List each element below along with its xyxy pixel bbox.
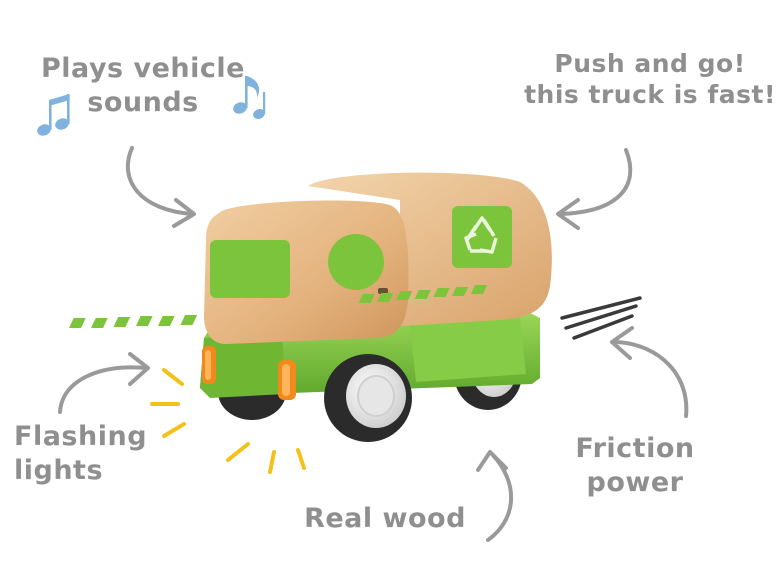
flashing-light-rays [150, 368, 306, 474]
music-note-icon [233, 76, 266, 119]
speed-lines [560, 296, 642, 340]
arrow-flashing [58, 352, 150, 414]
toy-truck [69, 172, 552, 442]
arrow-push [556, 148, 633, 230]
arrow-sounds [125, 146, 196, 228]
music-note-icon [37, 94, 70, 136]
callout-real-wood: Real wood [300, 502, 470, 536]
callout-real-wood-line1: Real wood [304, 503, 466, 534]
callout-push-and-go-line2: this truck is fast! [524, 80, 776, 110]
arrow-wood [476, 450, 514, 542]
callout-push-and-go-line1: Push and go! [554, 49, 746, 78]
callout-push-and-go: Push and go! this truck is fast! [520, 48, 780, 111]
arrow-friction [610, 326, 689, 418]
callout-vehicle-sounds-line2: sounds [87, 86, 199, 118]
recycle-icon [464, 216, 498, 254]
callout-flashing-lights-line2: lights [14, 454, 104, 486]
callout-flashing-lights-line1: Flashing [14, 421, 148, 452]
callout-vehicle-sounds-line1: Plays vehicle [41, 53, 245, 84]
callout-flashing-lights: Flashing lights [14, 420, 164, 488]
callout-friction-power-line2: power [586, 466, 684, 498]
callout-friction-power: Friction power [560, 432, 710, 500]
callout-vehicle-sounds: Plays vehicle sounds [38, 52, 248, 120]
callout-friction-power-line1: Friction [575, 433, 695, 464]
